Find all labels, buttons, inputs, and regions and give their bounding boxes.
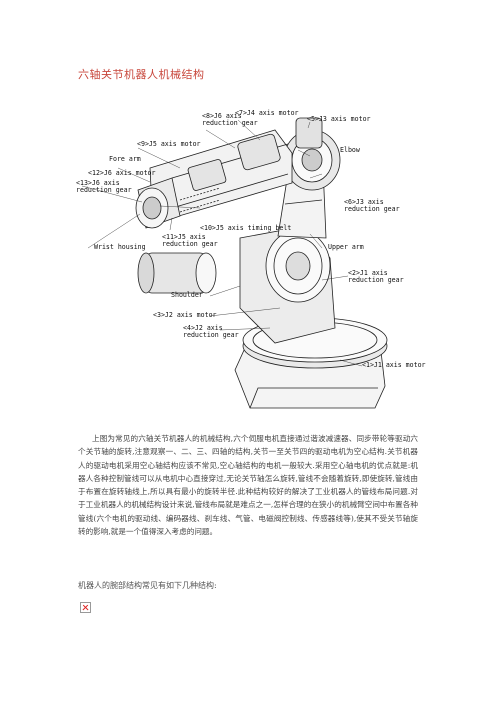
- label-fore-arm: Fore arm: [109, 155, 141, 163]
- label-j5-axis-timing-belt: <10>J5 axis timing belt: [200, 224, 291, 232]
- page-title: 六轴关节机器人机械结构: [78, 68, 205, 81]
- label-elbow: Elbow: [340, 146, 360, 154]
- label-j6-axis-motor: <12>J6 axis motor: [88, 169, 156, 177]
- label-j1-axis-motor: <1>J1 axis motor: [362, 361, 426, 369]
- broken-image-icon: [80, 602, 91, 613]
- label-j4-axis-motor: <7>J4 axis motor: [235, 109, 299, 117]
- body-paragraph: 上图为常见的六轴关节机器人的机械结构,六个伺服电机直接通过谐波减速器、同步带轮等…: [78, 434, 418, 537]
- label-j5-axis-motor: <9>J5 axis motor: [137, 140, 201, 148]
- label-j2-axis-motor: <3>J2 axis motor: [153, 311, 217, 319]
- label-upper-arm: Upper arm: [328, 243, 364, 251]
- subheading: 机器人的腕部结构常见有如下几种结构:: [78, 581, 217, 590]
- label-j3-axis-motor: <5>J3 axis motor: [307, 115, 371, 123]
- label-shoulder: Shoulder: [171, 291, 203, 299]
- label-wrist-housing: Wrist housing: [94, 243, 146, 251]
